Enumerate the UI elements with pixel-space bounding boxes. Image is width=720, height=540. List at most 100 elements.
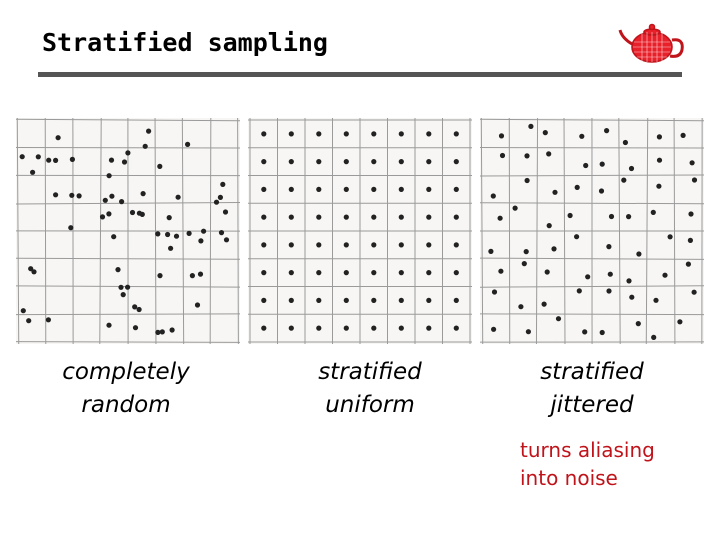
jittered-caption: stratified jittered [512, 356, 672, 422]
sample-dot [544, 269, 550, 275]
sample-dot [453, 270, 459, 276]
sample-dot [26, 318, 32, 324]
sample-dot [371, 325, 377, 331]
sample-dot [426, 131, 432, 137]
sample-dot [222, 209, 229, 215]
noise-note: turns aliasing into noise [520, 436, 710, 492]
sample-dot [525, 329, 531, 335]
grid-line [237, 118, 239, 344]
sample-dot [55, 135, 61, 141]
sample-dot [343, 270, 349, 276]
sample-dot [546, 223, 552, 229]
sample-dot [213, 199, 220, 205]
sample-dot [115, 267, 121, 273]
sample-dot [607, 271, 613, 277]
sample-dot [371, 159, 377, 165]
sample-dot [488, 248, 494, 254]
sample-dot [175, 194, 181, 200]
sample-dot [651, 334, 657, 340]
grid-line [16, 313, 240, 316]
note-line: turns aliasing [520, 438, 655, 462]
sample-dot [579, 133, 585, 139]
sample-dot [118, 284, 124, 290]
sample-dot [656, 157, 663, 163]
sample-dot [261, 131, 267, 137]
sample-dot [120, 292, 126, 298]
grid-line [16, 341, 240, 343]
sample-dot [426, 270, 432, 276]
sample-dot [606, 244, 612, 250]
sample-dot [168, 245, 174, 251]
sample-dot [343, 297, 349, 303]
sample-dot [109, 193, 115, 199]
sample-dot [491, 289, 498, 295]
sample-dot [583, 162, 589, 169]
sample-dot [106, 322, 112, 328]
sample-dot [453, 186, 459, 192]
sample-dot [426, 242, 432, 248]
sample-dot [69, 156, 75, 162]
sample-dot [426, 325, 432, 331]
sample-dot [524, 177, 530, 184]
sample-dot [490, 193, 496, 199]
sample-dot [426, 214, 432, 220]
sample-dot [398, 131, 404, 137]
sample-dot [371, 186, 377, 192]
sample-dot [689, 160, 695, 166]
sample-dot [185, 141, 191, 147]
sample-dot [316, 131, 322, 137]
sample-dot [518, 304, 524, 310]
sample-dot [371, 242, 377, 248]
sample-dot [551, 246, 557, 252]
grid-line [618, 118, 621, 344]
sample-dot [288, 131, 294, 137]
sample-dot [31, 269, 37, 275]
sample-dot [189, 273, 195, 279]
sample-dot [261, 297, 267, 303]
caption-line: completely [62, 359, 190, 385]
slide-title: Stratified sampling [42, 28, 328, 57]
sample-dot [288, 186, 294, 192]
sample-dot [288, 242, 294, 248]
sample-dot [453, 214, 459, 220]
sample-dot [691, 177, 698, 183]
sample-dot [653, 297, 659, 303]
sample-dot [28, 266, 34, 272]
sample-dot [528, 123, 534, 129]
sample-dot [371, 270, 377, 276]
sample-dot [599, 329, 605, 336]
sample-dot [106, 211, 112, 217]
caption-line: uniform [325, 392, 415, 418]
sample-dot [567, 212, 573, 219]
sample-dot [622, 139, 628, 146]
sample-dot [30, 169, 36, 175]
sample-dot [635, 321, 641, 327]
grid-line [154, 118, 157, 344]
sample-dot [169, 327, 175, 333]
sample-dot [119, 199, 125, 205]
sample-dot [343, 186, 349, 192]
sample-dot [621, 177, 627, 183]
caption-line: stratified [540, 359, 644, 385]
sample-dot [541, 301, 547, 307]
sample-dot [371, 214, 377, 220]
sample-dot [685, 261, 691, 267]
sample-dot [629, 294, 635, 300]
sample-dot [343, 131, 349, 137]
caption-line: jittered [550, 392, 634, 418]
sample-dot [68, 225, 74, 231]
sample-dot [288, 297, 294, 303]
sample-dot [398, 270, 404, 276]
sample-dot [288, 325, 294, 331]
random-sampling-panel [16, 118, 240, 344]
sample-dot [288, 270, 294, 276]
sample-grid [16, 118, 240, 344]
sample-dot [628, 165, 635, 172]
sample-dot [173, 233, 180, 239]
sample-dot [102, 197, 108, 203]
sample-dot [316, 270, 322, 276]
uniform-caption: stratified uniform [290, 356, 450, 422]
grid-line [181, 118, 185, 344]
sample-dot [608, 213, 615, 220]
sample-dot [656, 134, 662, 140]
